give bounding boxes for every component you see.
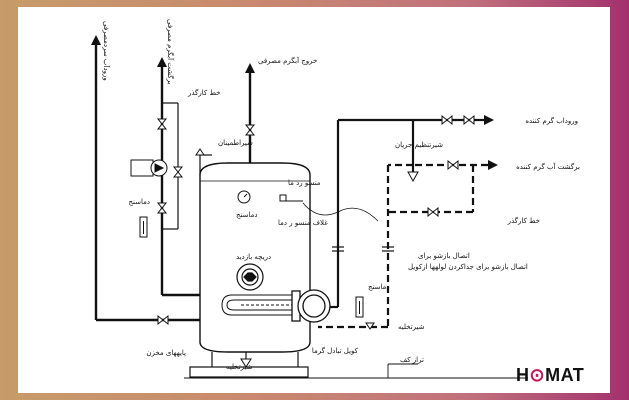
hot-outlet-valve	[244, 124, 256, 136]
hot-return-label: برگشت آبگرم مصرفی	[166, 19, 175, 85]
floor-line	[184, 363, 528, 379]
logo-part2: MAT	[545, 364, 585, 385]
heater-inlet-pipe	[330, 118, 484, 309]
drain-bottom-valve	[240, 358, 252, 368]
thermometer-left-label: دماسنج	[129, 198, 151, 206]
hot-outlet-label: خروج آبگرم مصرفی	[258, 56, 317, 65]
boiler-schematic: دماسنج شیراطمینان	[91, 19, 580, 379]
heating-coil	[221, 294, 294, 316]
union-label: اتصال بازشو برای جداکردن لولهها ازکویل	[408, 263, 528, 271]
thermostat-probe	[279, 194, 303, 202]
manhole	[236, 263, 264, 291]
heater-inlet-valve-2	[463, 114, 475, 126]
coil-label: کویل تبادل گرما	[312, 346, 359, 355]
logo-part1: H	[516, 364, 530, 385]
thermostat-label: منسو رد ما	[288, 179, 321, 187]
tank-gauge	[237, 190, 251, 204]
heater-return-label: برگشت آب گرم کننده	[516, 162, 580, 171]
manhole-label: دریچه بازدید	[236, 253, 271, 261]
floor-level-label: تراز کف	[400, 356, 424, 364]
heater-inlet-label: وروداب گرم کننده	[525, 116, 578, 125]
cold-inlet-arrow	[91, 35, 101, 45]
heater-inlet-arrow	[484, 115, 494, 125]
cold-inlet-label: ورودآب سردمصرفی	[102, 21, 111, 81]
union-fittings	[332, 246, 394, 252]
drain-right-valve	[365, 322, 375, 330]
pump	[130, 159, 168, 177]
thermometer-right	[355, 296, 364, 318]
safety-valve-label: شیراطمینان	[218, 139, 253, 147]
thermostat-sheath-label: غلاف منسو ر دما	[278, 219, 328, 227]
circ-line-label: خط کارگذر	[187, 88, 220, 97]
heater-return-arrow	[488, 160, 498, 170]
logo-ring-icon: ⊙	[529, 364, 546, 385]
diagram-canvas: دماسنج شیراطمینان	[18, 7, 610, 393]
drain-bottom-label: شیرتخلیه	[226, 363, 253, 371]
bypass-pipe-left	[162, 102, 179, 230]
coil-flange	[291, 289, 331, 323]
bypass-valves-left	[156, 118, 184, 214]
flow-valve-label: شیرتنظیم جریان	[395, 141, 443, 149]
tank-legs	[189, 352, 309, 378]
hot-return-arrow	[157, 57, 167, 67]
bypass-right-valve	[427, 206, 439, 218]
heater-inlet-valve-1	[441, 114, 453, 126]
cold-inlet-pipe	[94, 45, 200, 322]
tank-legs-label: پایههای مخزن	[146, 349, 186, 357]
drain-right-label: شیرتخلیه	[398, 323, 425, 331]
bypass-right-label: خط کارگذر	[507, 216, 540, 225]
safety-valve	[195, 148, 205, 156]
hot-return-pipe	[160, 67, 200, 297]
thermometer-left	[139, 216, 148, 238]
union-label-1: اتصال بازشو برای	[418, 252, 470, 260]
thermometer-tank-label: دماسنج	[236, 211, 258, 219]
heater-return-pipe	[318, 163, 488, 329]
cold-inlet-valve	[157, 314, 169, 326]
thermometer-right-label: دماسنج	[368, 283, 390, 291]
flow-control-valve	[407, 171, 419, 183]
hot-outlet-arrow	[245, 63, 255, 73]
homat-logo: H ⊙ MAT	[516, 364, 616, 386]
heater-return-valve	[447, 159, 459, 171]
